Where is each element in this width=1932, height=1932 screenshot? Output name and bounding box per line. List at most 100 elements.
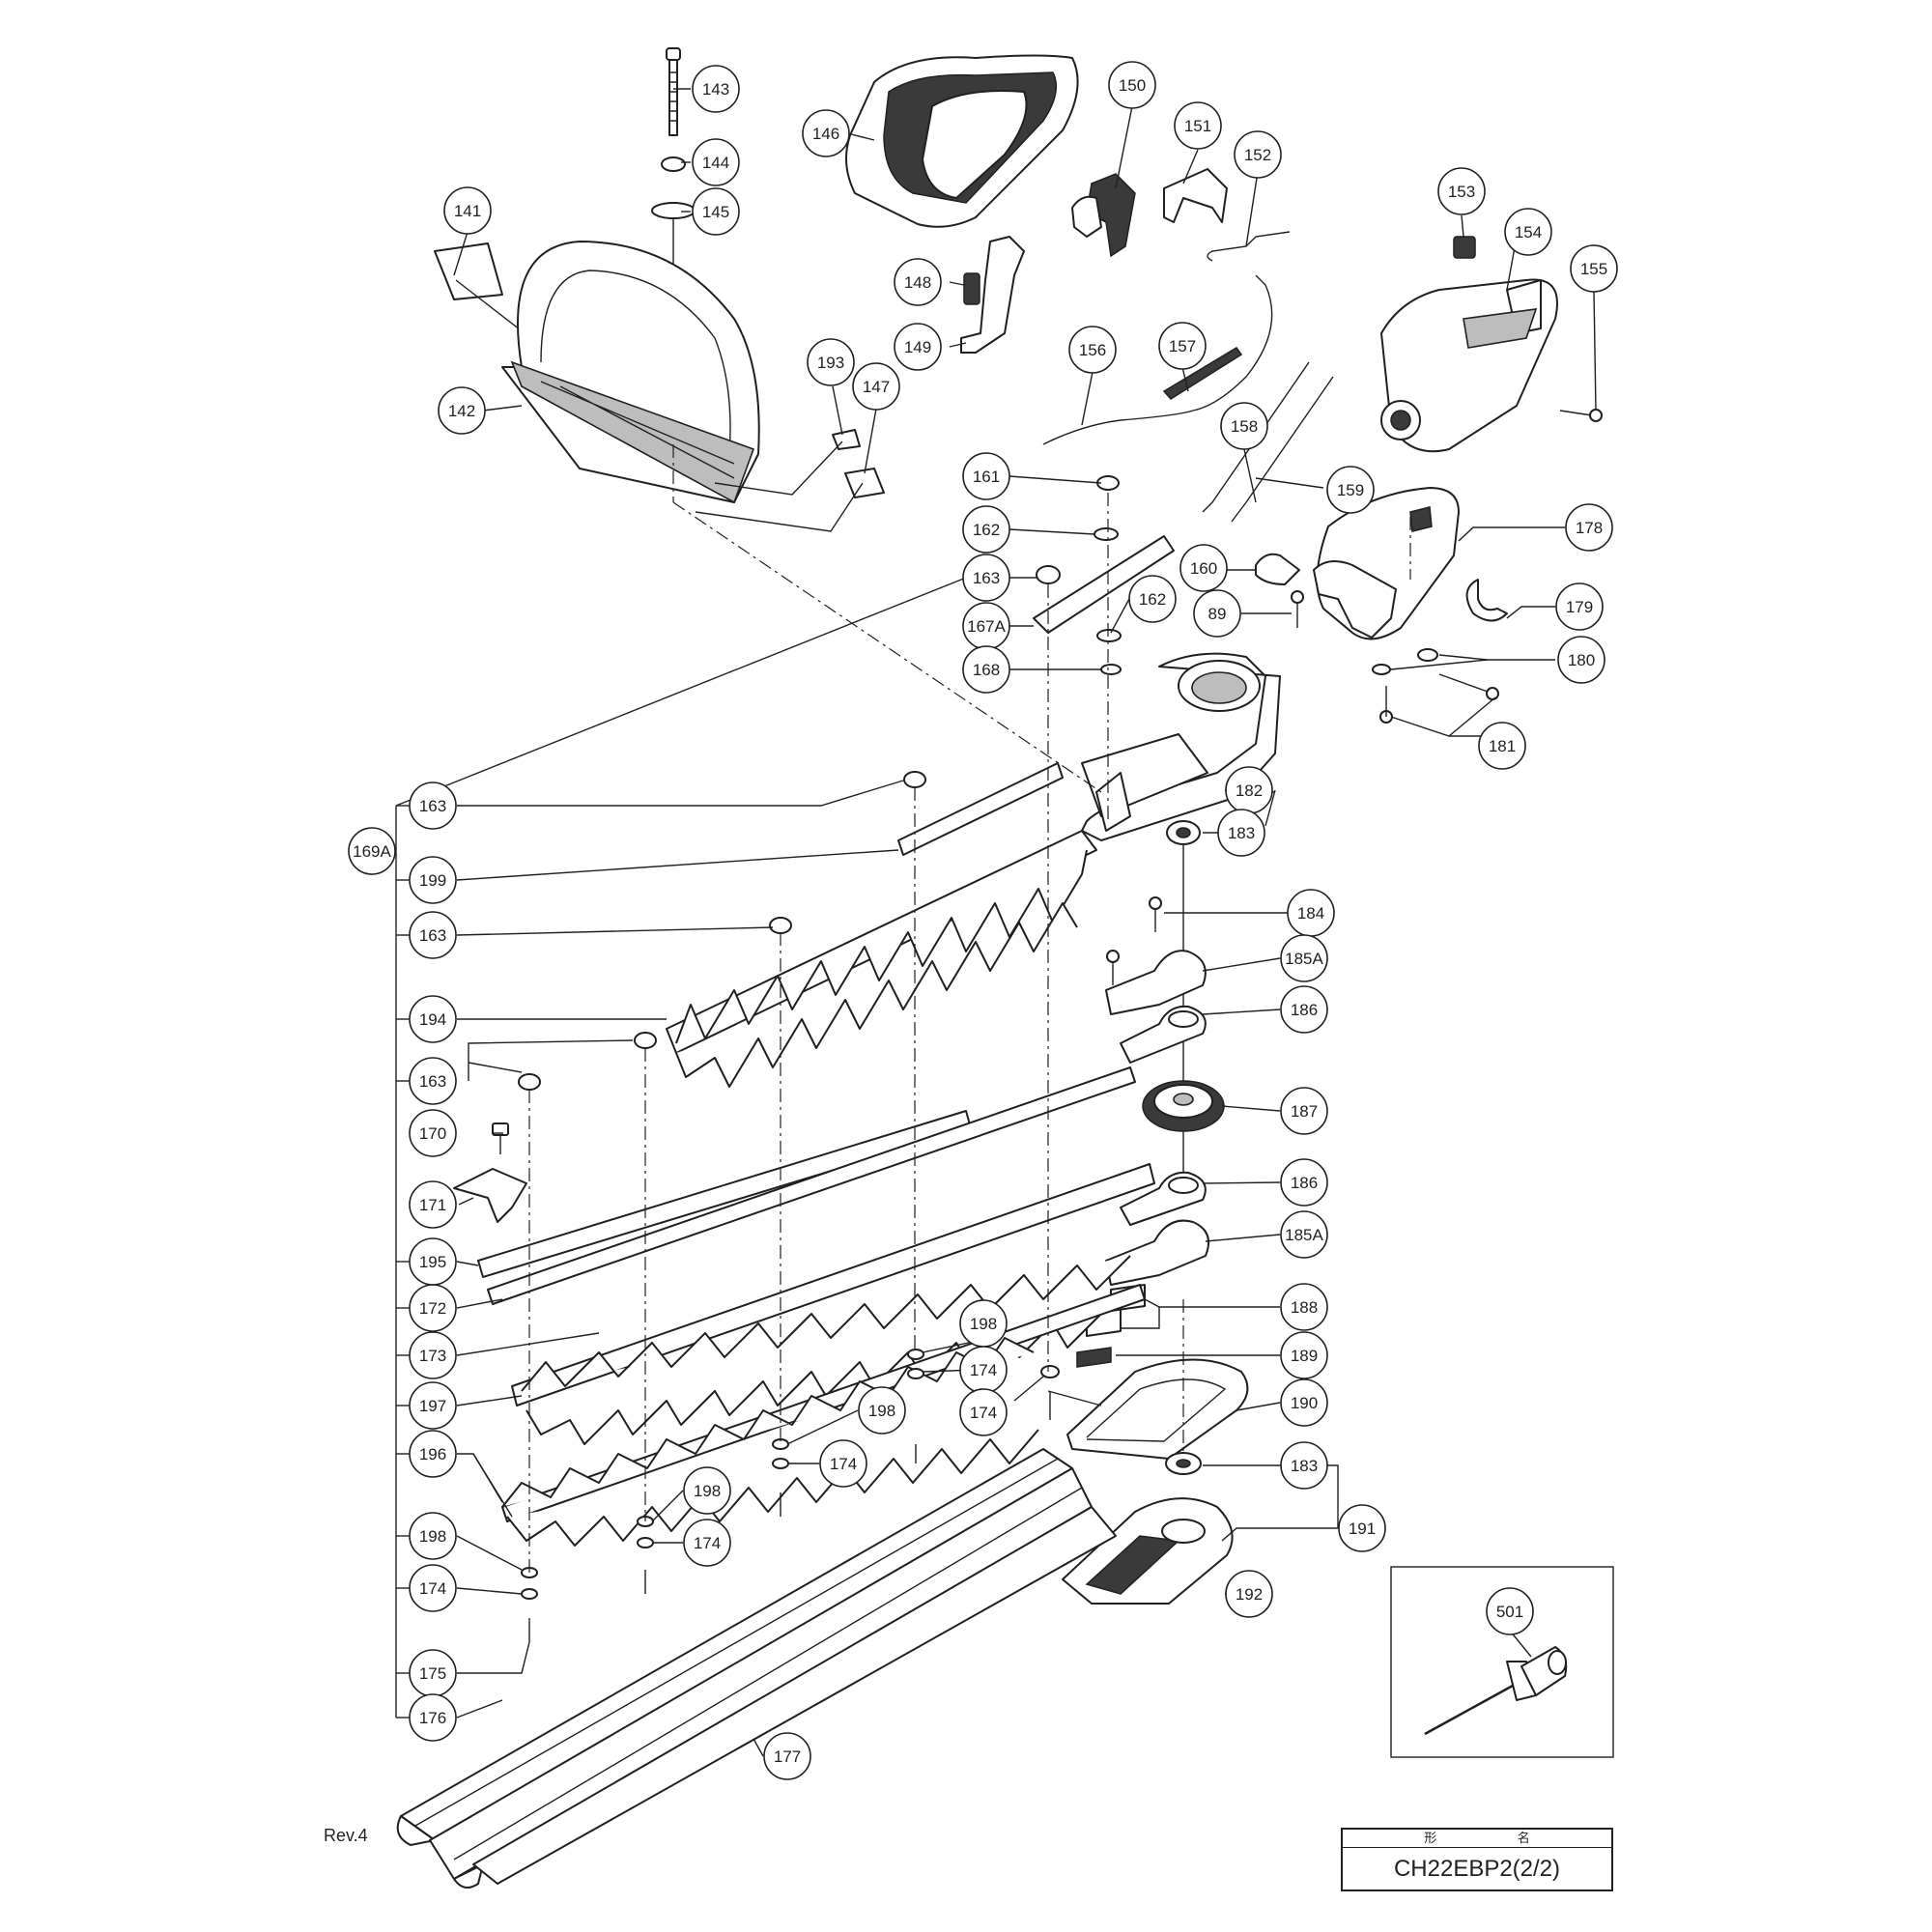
part-washer-162b	[1096, 629, 1122, 642]
callout-circle	[438, 386, 486, 435]
callout-circle	[1338, 1504, 1386, 1552]
callout-circle	[348, 827, 396, 875]
callout-186: 186	[1280, 985, 1328, 1034]
callout-label: 149	[904, 338, 931, 356]
callout-149: 149	[894, 323, 942, 371]
callout-184: 184	[1287, 889, 1335, 937]
callout-171: 171	[409, 1180, 457, 1229]
callout-circle	[1280, 1378, 1328, 1427]
part-rear-handle-154	[1380, 278, 1558, 453]
callout-label: 174	[970, 1404, 997, 1422]
callout-label: 158	[1231, 417, 1258, 436]
part-washer-180b	[1372, 664, 1391, 675]
callout-circle	[1280, 934, 1328, 982]
callout-label: 142	[448, 402, 475, 420]
callout-155: 155	[1570, 244, 1618, 293]
callout-label: 195	[419, 1253, 446, 1271]
callout-circle	[1280, 1158, 1328, 1207]
part-switch-153	[1453, 236, 1476, 259]
part-cable-156	[1042, 274, 1273, 445]
part-screw-170	[492, 1122, 509, 1154]
callout-89: 89	[1193, 589, 1241, 638]
callout-circle	[409, 1109, 457, 1157]
callout-146: 146	[802, 109, 850, 157]
callout-label: 163	[973, 569, 1000, 587]
callout-label: 198	[694, 1482, 721, 1500]
callout-147: 147	[852, 362, 900, 411]
callout-label: 193	[817, 354, 844, 372]
part-label-193	[832, 429, 861, 450]
callout-circle	[1193, 589, 1241, 638]
callout-label: 145	[702, 203, 729, 221]
callout-label: 171	[419, 1196, 446, 1214]
callout-label: 155	[1580, 260, 1607, 278]
callout-label: 146	[812, 125, 839, 143]
part-plate-185A-bottom	[1105, 1219, 1209, 1286]
part-screw-89	[1291, 590, 1304, 628]
model-number: CH22EBP2(2/2)	[1393, 1856, 1561, 1882]
callout-circle	[962, 645, 1010, 694]
callout-143: 143	[692, 65, 740, 113]
callout-label: 144	[702, 154, 729, 172]
callout-label: 167A	[967, 617, 1006, 636]
callout-circle	[1280, 1441, 1328, 1490]
callout-circle	[962, 505, 1010, 554]
callout-label: 163	[419, 1072, 446, 1091]
callout-192: 192	[1225, 1570, 1273, 1618]
part-wire-159	[1231, 376, 1334, 523]
callout-158: 158	[1220, 402, 1268, 450]
callout-circle	[409, 1693, 457, 1742]
tool-box-501	[1390, 1566, 1614, 1758]
part-spring-148	[963, 272, 980, 305]
callout-185a: 185A	[1280, 934, 1328, 982]
callout-circle	[1280, 1210, 1328, 1259]
callout-170: 170	[409, 1109, 457, 1157]
callout-circle	[1280, 985, 1328, 1034]
callout-label: 187	[1291, 1102, 1318, 1121]
callout-label: 176	[419, 1709, 446, 1727]
callout-circle	[802, 109, 850, 157]
part-screw-184	[1149, 896, 1162, 932]
callout-circle	[409, 1381, 457, 1430]
callout-162: 162	[962, 505, 1010, 554]
part-wire-158	[1202, 361, 1310, 513]
callout-195: 195	[409, 1237, 457, 1286]
callout-label: 150	[1119, 76, 1146, 95]
callout-174: 174	[959, 1346, 1008, 1394]
part-tool-501	[1424, 1646, 1568, 1736]
callout-199: 199	[409, 856, 457, 904]
part-plate-199	[897, 762, 1064, 856]
callout-circle	[409, 1057, 457, 1105]
part-bolt-143	[666, 47, 681, 136]
assembly-lines	[528, 444, 1411, 1575]
callout-circle	[1220, 402, 1268, 450]
part-screw-155	[1559, 409, 1603, 422]
callout-circle	[692, 138, 740, 186]
callout-label: 174	[830, 1455, 857, 1473]
callout-163: 163	[409, 911, 457, 959]
callout-circle	[894, 258, 942, 306]
callout-label: 163	[419, 797, 446, 815]
callout-circle	[1478, 722, 1526, 770]
callout-label: 178	[1576, 519, 1603, 537]
callout-163: 163	[962, 554, 1010, 602]
callout-label: 174	[694, 1534, 721, 1552]
callout-label: 170	[419, 1124, 446, 1143]
callout-circle	[409, 856, 457, 904]
callout-label: 157	[1169, 337, 1196, 355]
part-nut-163-a	[903, 771, 926, 788]
callout-label: 143	[702, 80, 729, 99]
part-gasket-190	[1066, 1358, 1249, 1460]
callout-193: 193	[807, 338, 855, 386]
callout-label: 147	[863, 378, 890, 396]
callout-circle	[409, 1284, 457, 1332]
callout-label: 153	[1448, 183, 1475, 201]
callout-178: 178	[1565, 503, 1613, 552]
callout-label: 198	[419, 1527, 446, 1546]
part-clip-151	[1163, 168, 1228, 223]
callout-label: 89	[1208, 605, 1227, 623]
callout-circle	[1486, 1587, 1534, 1635]
callout-label: 148	[904, 273, 931, 292]
callout-circle	[763, 1732, 811, 1780]
callout-circle	[858, 1386, 906, 1435]
